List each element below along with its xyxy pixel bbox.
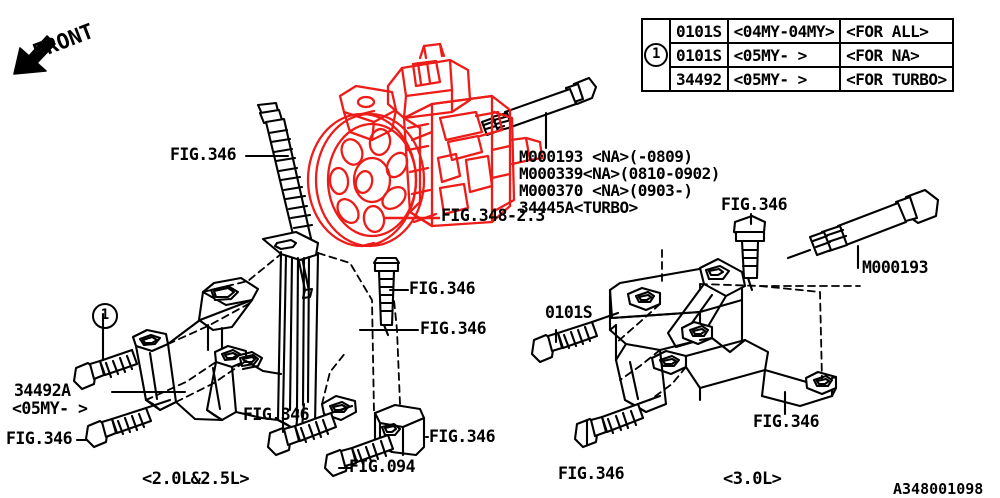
left-lower-bolt-c: [323, 433, 395, 478]
label-pump-fig: FIG.348-2.3: [441, 206, 545, 225]
legend-table: 1 0101S <04MY-04MY> <FOR ALL> 0101S <05M…: [641, 18, 954, 92]
left-bracket-assembly: [131, 230, 426, 457]
label-left-lower-bolt-c: FIG.094: [349, 457, 416, 476]
legend-part-0: 0101S: [669, 18, 729, 44]
legend-scope-0: <FOR ALL>: [839, 18, 954, 44]
right-long-bolt: [786, 188, 940, 260]
label-left-lower-bolt-a: FIG.346: [6, 429, 73, 448]
label-left-bracket-bolt-1: FIG.346: [409, 279, 476, 298]
right-top-bolt: [732, 214, 767, 292]
callout-circle-left: 1: [92, 303, 118, 329]
legend-scope-2: <FOR TURBO>: [839, 66, 954, 92]
label-right-top-bolt: FIG.346: [721, 195, 788, 214]
pump-bolt-line-2: M000370 <NA>(0903-): [519, 181, 693, 200]
table-row: 1 0101S <04MY-04MY> <FOR ALL>: [641, 18, 954, 92]
label-left-part-number: 34492A: [14, 381, 71, 400]
legend-callout-cell: 1: [641, 18, 671, 92]
left-bracket-bolt-1: [372, 256, 401, 337]
right-side-bolt: [530, 311, 620, 364]
legend-part-2: 34492: [669, 66, 729, 92]
pump-bolt-line-3: 34445A<TURBO>: [519, 198, 638, 217]
left-callout-bolt: [72, 348, 139, 391]
label-right-side-bolt: 0101S: [545, 303, 593, 322]
left-hidden-lines: [145, 252, 401, 414]
label-left-lower-bolt-right: FIG.346: [429, 427, 496, 446]
table-row: 34492 <05MY- > <FOR TURBO>: [642, 66, 954, 92]
label-right-bracket-bolt: FIG.346: [753, 412, 820, 431]
label-right-long-bolt: M000193: [862, 258, 929, 277]
caption-left: <2.0L&2.5L>: [142, 469, 250, 489]
legend-range-0: <04MY-04MY>: [726, 18, 842, 44]
pump-mount-bolt: [480, 76, 598, 137]
legend-part-1: 0101S: [669, 42, 729, 68]
label-left-lower-bolt-b: FIG.346: [243, 405, 310, 424]
power-steering-pump: [306, 42, 544, 248]
pump-bolt-line-1: M000339<NA>(0810-0902): [519, 164, 720, 183]
pump-bolt-line-0: M000193 <NA>(-0809): [519, 147, 693, 166]
caption-right: <3.0L>: [723, 469, 782, 489]
label-right-lower-bolt: FIG.346: [558, 464, 625, 483]
legend-range-2: <05MY- >: [726, 66, 842, 92]
callout-circle-left-text: 1: [100, 307, 110, 323]
label-left-bracket-bolt-2: FIG.346: [420, 319, 487, 338]
table-row: 0101S <05MY- > <FOR NA>: [642, 42, 954, 68]
right-hidden-lines: [615, 249, 861, 401]
right-bracket-assembly: [608, 257, 838, 414]
front-arrow-icon: [13, 35, 56, 75]
label-left-part-range: <05MY- >: [12, 399, 88, 418]
legend-scope-1: <FOR NA>: [839, 42, 954, 68]
label-left-long-bolt: FIG.346: [170, 145, 237, 164]
callout-circle-1: 1: [644, 43, 668, 67]
legend-range-1: <05MY- >: [726, 42, 842, 68]
diagram-watermark: A348001098: [893, 480, 984, 498]
label-pump-bolt-list: M000193 <NA>(-0809) M000339<NA>(0810-090…: [519, 148, 720, 216]
